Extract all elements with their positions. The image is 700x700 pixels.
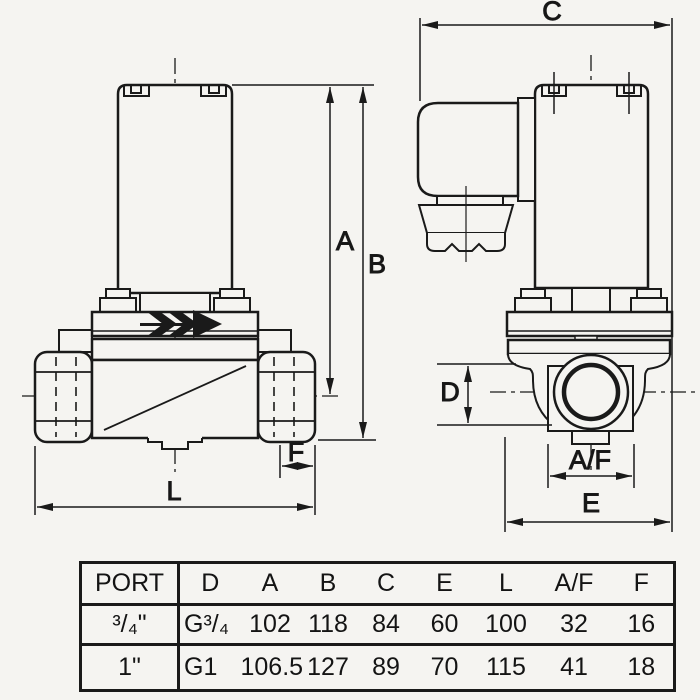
bolt-left-cap-side <box>520 288 546 299</box>
col-header-af: A/F <box>554 569 594 597</box>
cell-f: 16 <box>627 610 656 638</box>
coil-adapter-side <box>571 287 611 313</box>
dimension-d-label: D <box>440 377 460 407</box>
cell-e: 60 <box>430 610 459 638</box>
coil-screw-left <box>130 84 142 94</box>
dimension-d: D <box>437 363 552 426</box>
bolt-right-cap <box>219 288 245 299</box>
dimension-e: E <box>504 437 670 532</box>
coil-screw-right <box>208 84 220 94</box>
coil-side <box>533 83 650 290</box>
bottom-mounting-notch <box>147 438 203 450</box>
cell-port: 1" <box>80 644 180 691</box>
bolt-right-base <box>213 297 251 313</box>
body-band-side <box>506 338 672 356</box>
col-header-l: L <box>499 569 513 597</box>
col-header-f: F <box>633 569 649 597</box>
cell-c: 89 <box>372 653 400 681</box>
coil-front <box>116 83 234 295</box>
table-header-row: PORT D A B C E L A/F F <box>80 562 675 605</box>
side-tab-right <box>257 329 292 353</box>
dimension-b: B <box>359 87 387 438</box>
side-tab-left <box>58 329 93 353</box>
bolt-left-base <box>99 297 137 313</box>
dimension-b-label: B <box>368 249 386 279</box>
cell-f: 18 <box>627 653 656 681</box>
cell-b: 118 <box>308 610 348 638</box>
dimension-a-label: A <box>336 226 354 256</box>
cell-af: 41 <box>560 653 588 681</box>
port-nut-left <box>33 350 94 444</box>
cell-a: 106.5 <box>240 653 304 681</box>
bolt-left-cap <box>105 288 131 299</box>
col-header-c: C <box>376 569 396 597</box>
dimension-af: A/F <box>547 444 635 488</box>
bolt-left-base-side <box>514 297 552 313</box>
dimension-af-label: A/F <box>569 445 611 475</box>
coil-screw-slot-left <box>123 85 150 97</box>
dimension-c: C <box>419 0 673 532</box>
cell-c: 84 <box>372 610 400 638</box>
dimension-c-label: C <box>542 0 562 26</box>
body-diagonal-line <box>103 365 247 431</box>
coil-screw-right-side <box>623 84 635 94</box>
coil-screw-left-side <box>548 84 560 94</box>
cell-af: 32 <box>560 610 588 638</box>
col-header-e: E <box>436 569 453 597</box>
side-view <box>416 55 696 470</box>
col-header-d: D <box>201 569 220 597</box>
dimension-table: PORT D A B C E L A/F F ³/₄" G³/₄ 102 118… <box>79 561 676 692</box>
dimension-f-label: F <box>288 437 305 467</box>
connector-neck <box>517 97 536 202</box>
cable-connector-housing <box>416 101 520 198</box>
col-header-port: PORT <box>80 562 180 605</box>
cell-d: G³/₄ <box>184 610 229 638</box>
cell-b: 127 <box>307 653 349 681</box>
coil-screw-slot-right-side <box>616 85 642 97</box>
port-nut-right <box>256 350 317 444</box>
port-bore-circle <box>561 362 621 422</box>
dimension-f: F <box>279 437 313 478</box>
bolt-right-cap-side <box>636 288 662 299</box>
coil-adapter-front <box>139 292 211 313</box>
bottom-tab-side <box>571 430 610 445</box>
cell-port: ³/₄" <box>80 604 180 645</box>
coil-screw-slot-left-side <box>541 85 567 97</box>
bolt-right-base-side <box>630 297 668 313</box>
gland-step <box>436 195 504 206</box>
body-band-front <box>90 337 260 362</box>
dimension-a: A <box>326 87 355 394</box>
col-header-b: B <box>319 569 337 597</box>
dimensions: A B F L C D <box>34 0 673 532</box>
table-row-3-4-inch: ³/₄" G³/₄ 102 118 84 60 100 32 16 <box>80 604 675 645</box>
cell-l: 100 <box>485 610 527 638</box>
front-view <box>22 58 340 472</box>
dimension-l: L <box>34 445 316 515</box>
table-row-1-inch: 1" G1 106.5 127 89 70 115 41 18 <box>80 644 675 691</box>
cell-e: 70 <box>430 653 459 681</box>
dimension-e-label: E <box>582 488 600 518</box>
bonnet-plate-side <box>505 310 674 338</box>
cell-d: G1 <box>184 653 218 681</box>
valve-body-front <box>90 358 260 440</box>
coil-screw-slot-right <box>200 85 227 97</box>
col-header-a: A <box>261 569 279 597</box>
dimension-l-label: L <box>166 476 181 506</box>
flow-direction-arrow-icon <box>140 310 222 338</box>
cell-a: 102 <box>249 610 291 638</box>
valve-technical-drawing: A B F L C D <box>22 0 696 532</box>
cell-l: 115 <box>486 653 526 681</box>
